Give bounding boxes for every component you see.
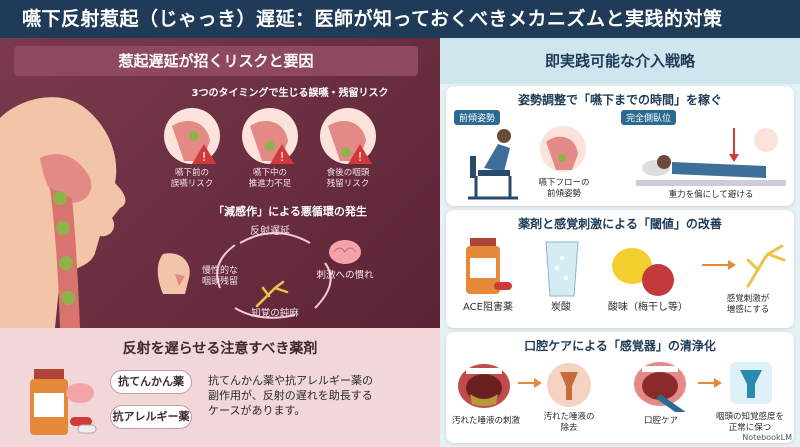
cycle-left-line2: 咽頭残留 <box>201 277 238 287</box>
drug-pill-antiepileptic: 抗てんかん薬 <box>110 370 192 394</box>
throat-icon-3: ! <box>320 108 376 164</box>
timing-label-1: 嚥下前の 誤嚥リスク <box>160 168 224 190</box>
drug-desc-line3: ケースがあります。 <box>208 404 306 417</box>
svg-text:!: ! <box>202 150 207 164</box>
item-ace: ACE阻害薬 <box>463 302 513 313</box>
soda-glass-icon <box>545 241 579 297</box>
throat-filter-icon <box>547 363 591 407</box>
oral-end-line1: 咽頭の知覚感度を <box>715 412 784 422</box>
risk-header: 惹起遅延が招くリスクと要因 <box>14 46 418 76</box>
oral-end-caption: 咽頭の知覚感度を 正常に保つ <box>708 412 792 434</box>
svg-text:!: ! <box>358 150 363 164</box>
throat-icon-1: ! <box>164 108 220 164</box>
cycle-left: 慢性的な 咽頭残留 <box>192 266 248 288</box>
posture-card: 姿勢調整で「嚥下までの時間」を稼ぐ 前傾姿勢 完全側臥位 嚥下フローの 前傾姿勢 <box>446 86 794 206</box>
posture-tag-lateral: 完全側臥位 <box>621 110 677 125</box>
drug-description: 抗てんかん薬や抗アレルギー薬の 副作用が、反射の遅れを助長する ケースがあります… <box>208 373 433 418</box>
drug-desc-line1: 抗てんかん薬や抗アレルギー薬の <box>208 374 373 387</box>
threshold-card: 薬剤と感覚刺激による「閾値」の改善 ACE阻害薬 炭酸 酸味（梅干し等） 感覚刺… <box>446 210 794 328</box>
svg-text:!: ! <box>280 150 285 164</box>
throat-clean-icon <box>730 362 772 404</box>
timing-1-line1: 嚥下前の <box>174 168 209 178</box>
posture-cap1-line1: 嚥下フローの <box>538 178 590 188</box>
right-panel: 即実践可能な介入戦略 姿勢調整で「嚥下までの時間」を稼ぐ 前傾姿勢 完全側臥位 … <box>440 38 800 447</box>
oral-end-line2: 正常に保つ <box>728 423 772 433</box>
timing-3-line1: 食後の咽頭 <box>326 168 370 178</box>
face-icon <box>157 253 190 294</box>
page-title: 嚥下反射惹起（じゃっき）遅延：医師が知っておくべきメカニズムと実践的対策 <box>0 0 800 38</box>
dirty-mouth-icon <box>458 364 510 408</box>
oral-item-care: 口腔ケア <box>643 416 678 426</box>
lemon-plum-icon <box>612 248 674 296</box>
timing-3-line2: 残留リスク <box>326 179 370 189</box>
item-soda: 炭酸 <box>551 302 571 313</box>
oral-mid-line1: 汚れた唾液の <box>543 412 595 422</box>
drug-header: 反射を遅らせる注意すべき薬剤 <box>122 341 318 357</box>
posture-caption-2: 重力を偏にして避ける <box>668 190 754 200</box>
arrow-icon <box>518 378 542 388</box>
timing-1-line2: 誤嚥リスク <box>170 179 214 189</box>
oral-care-title: 口腔ケアによる「感覚器」の清浄化 <box>524 339 716 353</box>
risk-section: 惹起遅延が招くリスクと要因 3つのタイミングで生じる誤嚥・残留リスク ! ! <box>0 38 440 328</box>
drug-section: 反射を遅らせる注意すべき薬剤 抗てんかん薬 抗アレルギー薬 抗てんかん薬や抗アレ… <box>0 328 440 447</box>
cycle-title: 「減感作」による悪循環の発生 <box>213 205 367 218</box>
lying-person-illustration <box>636 128 786 186</box>
threshold-title: 薬剤と感覚刺激による「閾値」の改善 <box>518 217 722 231</box>
threshold-cap-line1: 感覚刺激が <box>726 294 770 304</box>
intervention-header: 即実践可能な介入戦略 <box>440 38 800 84</box>
cycle-bottom: 知覚の鈍麻 <box>251 308 299 319</box>
cycle-top: 反射遅延 <box>250 226 290 237</box>
throat-cross-section-icon <box>540 126 586 172</box>
timing-label-3: 食後の咽頭 残留リスク <box>316 168 380 190</box>
clean-mouth-icon <box>634 362 687 412</box>
oral-care-card: 口腔ケアによる「感覚器」の清浄化 汚れた唾液の刺激 汚 <box>446 332 794 443</box>
posture-title: 姿勢調整で「嚥下までの時間」を稼ぐ <box>517 93 722 107</box>
cycle-left-line1: 慢性的な <box>201 266 238 276</box>
posture-cap1-line2: 前傾姿勢 <box>546 189 581 199</box>
posture-tag-forward: 前傾姿勢 <box>454 110 501 125</box>
threshold-cap-line2: 増感にする <box>726 305 770 315</box>
oral-item-dirty: 汚れた唾液の刺激 <box>451 416 520 426</box>
throat-icon-2: ! <box>242 108 298 164</box>
brain-icon <box>329 240 361 264</box>
cycle-arrows <box>216 232 332 319</box>
timing-2-line2: 推進力不足 <box>248 179 292 189</box>
oral-mid-caption: 汚れた唾液の 除去 <box>534 412 604 434</box>
head-profile-illustration <box>0 97 126 328</box>
oral-mid-line2: 除去 <box>560 423 578 433</box>
timing-label-2: 嚥下中の 推進力不足 <box>238 168 302 190</box>
sensory-arrow-icon <box>702 244 786 288</box>
nerve-icon <box>255 280 289 308</box>
cycle-right: 刺激への慣れ <box>316 270 374 281</box>
item-sour: 酸味（梅干し等） <box>608 302 688 313</box>
timing-2-line1: 嚥下中の <box>252 168 287 178</box>
arrow-icon <box>698 378 722 388</box>
posture-caption-1: 嚥下フローの 前傾姿勢 <box>526 178 602 200</box>
notebooklm-logo: NotebookLM <box>742 433 792 442</box>
medicine-bottle-icon <box>30 369 97 435</box>
threshold-caption: 感覚刺激が 増感にする <box>708 294 788 316</box>
medicine-bottle-icon <box>466 238 512 294</box>
left-panel: 惹起遅延が招くリスクと要因 3つのタイミングで生じる誤嚥・残留リスク ! ! <box>0 38 440 447</box>
drug-desc-line2: 副作用が、反射の遅れを助長する <box>208 389 373 402</box>
timing-title: 3つのタイミングで生じる誤嚥・残留リスク <box>191 88 389 99</box>
seated-person-illustration <box>468 129 518 200</box>
drug-pill-antiallergy: 抗アレルギー薬 <box>110 405 192 429</box>
